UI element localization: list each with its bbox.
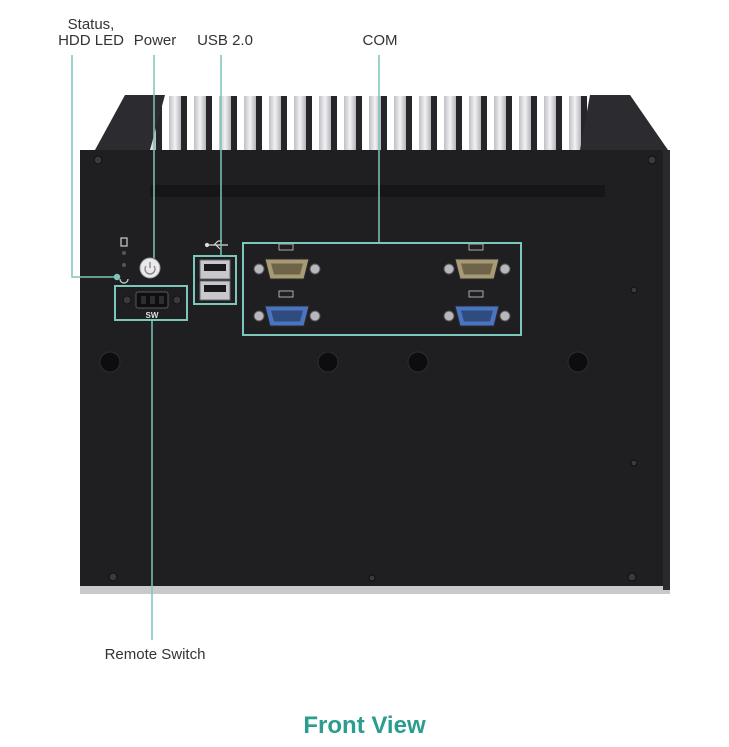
- com-port[interactable]: [443, 290, 511, 327]
- hdd-icon: [120, 237, 128, 247]
- bumper: [567, 351, 589, 373]
- bumper: [317, 351, 339, 373]
- com-highlight: [242, 242, 522, 336]
- status-label-line2: HDD LED: [58, 32, 124, 49]
- heatsink-gap: [156, 96, 162, 192]
- heatsink-gap: [481, 96, 487, 192]
- heatsink-gap: [381, 96, 387, 192]
- com-port[interactable]: [443, 243, 511, 280]
- remote-switch-connector[interactable]: [122, 291, 182, 309]
- screw: [630, 286, 638, 294]
- callout-lines: [71, 55, 380, 640]
- heatsink-gap: [281, 96, 287, 192]
- remote-switch-label: Remote Switch: [104, 646, 206, 663]
- heatsink-base-bar: [150, 185, 605, 197]
- usb-port[interactable]: [199, 259, 231, 280]
- heatsink-gap: [356, 96, 362, 192]
- status-hdd-led-label: Status, HDD LED: [46, 17, 136, 49]
- screw: [630, 459, 638, 467]
- heatsink-gap: [231, 96, 237, 192]
- screw: [368, 574, 376, 582]
- screw: [627, 572, 637, 582]
- chassis-bottom-edge: [80, 586, 670, 594]
- status-label-line1: Status,: [67, 16, 115, 33]
- bumper: [407, 351, 429, 373]
- heatsink-gap: [206, 96, 212, 192]
- com-port[interactable]: [253, 243, 321, 280]
- status-led: [122, 251, 126, 255]
- usb-port[interactable]: [199, 280, 231, 301]
- heatsink-gap: [531, 96, 537, 192]
- bumper: [99, 351, 121, 373]
- heatsink-gap: [306, 96, 312, 192]
- screw: [93, 155, 103, 165]
- device-diagram: SW: [71, 55, 670, 640]
- chassis-left-shoulder: [95, 95, 165, 150]
- heatsink-gap: [331, 96, 337, 192]
- heatsink-gap: [556, 96, 562, 192]
- switch-marking: SW: [146, 311, 159, 320]
- com-label: COM: [362, 32, 398, 49]
- power-icon: [144, 262, 156, 275]
- heatsink-gap: [181, 96, 187, 192]
- led-icon: [119, 278, 129, 284]
- heatsink-gap: [431, 96, 437, 192]
- power-button[interactable]: [139, 257, 161, 279]
- chassis-right-edge: [663, 150, 670, 590]
- remote-switch-highlight: [114, 285, 188, 321]
- heatsink-gap: [256, 96, 262, 192]
- power-label: Power: [133, 32, 177, 49]
- usb-highlight: [193, 255, 237, 305]
- chassis-right-shoulder: [580, 95, 668, 150]
- com-port[interactable]: [253, 290, 321, 327]
- heatsink-gap: [456, 96, 462, 192]
- screws: [93, 155, 657, 582]
- status-callout: [71, 55, 117, 278]
- figure-caption: Front View: [303, 712, 426, 739]
- heatsink-gap: [406, 96, 412, 192]
- screw: [647, 155, 657, 165]
- screw: [108, 572, 118, 582]
- highlight-boxes: [114, 242, 522, 336]
- heatsink-gap: [506, 96, 512, 192]
- hdd-led: [122, 263, 126, 267]
- panel-bumpers: [99, 351, 589, 373]
- usb-label: USB 2.0: [197, 32, 253, 49]
